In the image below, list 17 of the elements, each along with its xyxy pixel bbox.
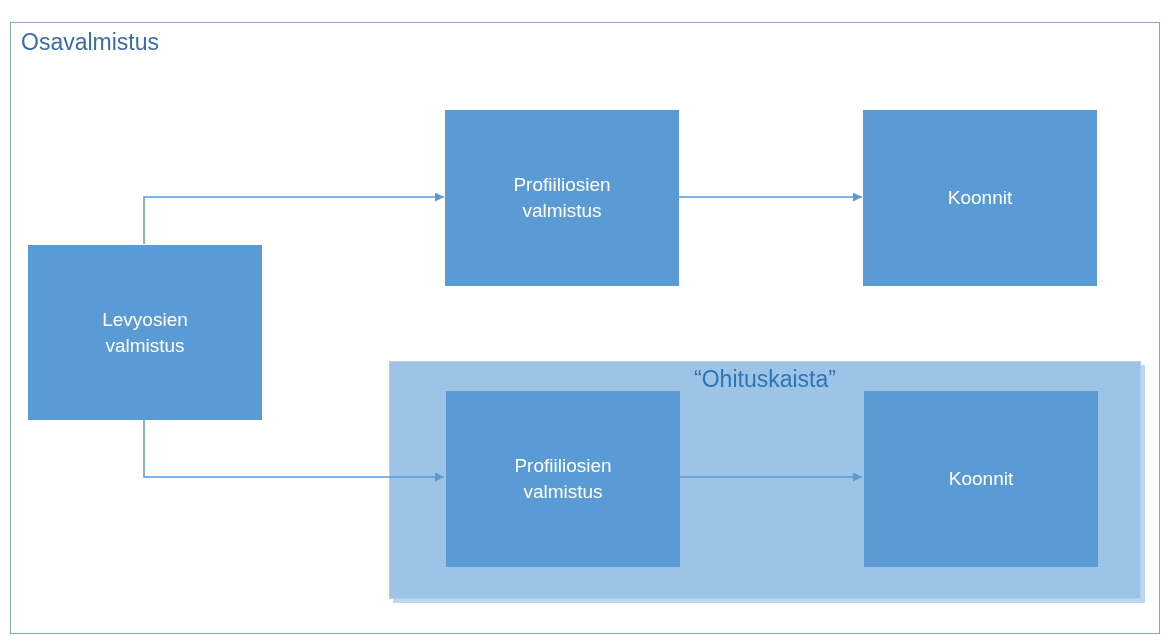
box-label: Profiiliosien valmistus	[513, 454, 613, 504]
arrow	[143, 192, 445, 245]
arrow	[677, 192, 863, 202]
process-box	[446, 391, 680, 567]
arrow	[143, 418, 445, 482]
process-box	[863, 110, 1097, 286]
process-box	[28, 245, 262, 420]
box-label: Koonnit	[946, 186, 1014, 211]
box-label: Levyosien valmistus	[101, 307, 189, 358]
box-label: Koonnit	[947, 467, 1015, 492]
process-box	[864, 391, 1098, 567]
box-label: Profiiliosien valmistus	[512, 173, 612, 223]
group-frame	[10, 22, 1160, 634]
arrow	[677, 472, 863, 482]
group-title: “Ohituskaista”	[693, 366, 837, 393]
process-box	[445, 110, 679, 286]
group-title: Osavalmistus	[21, 29, 160, 56]
